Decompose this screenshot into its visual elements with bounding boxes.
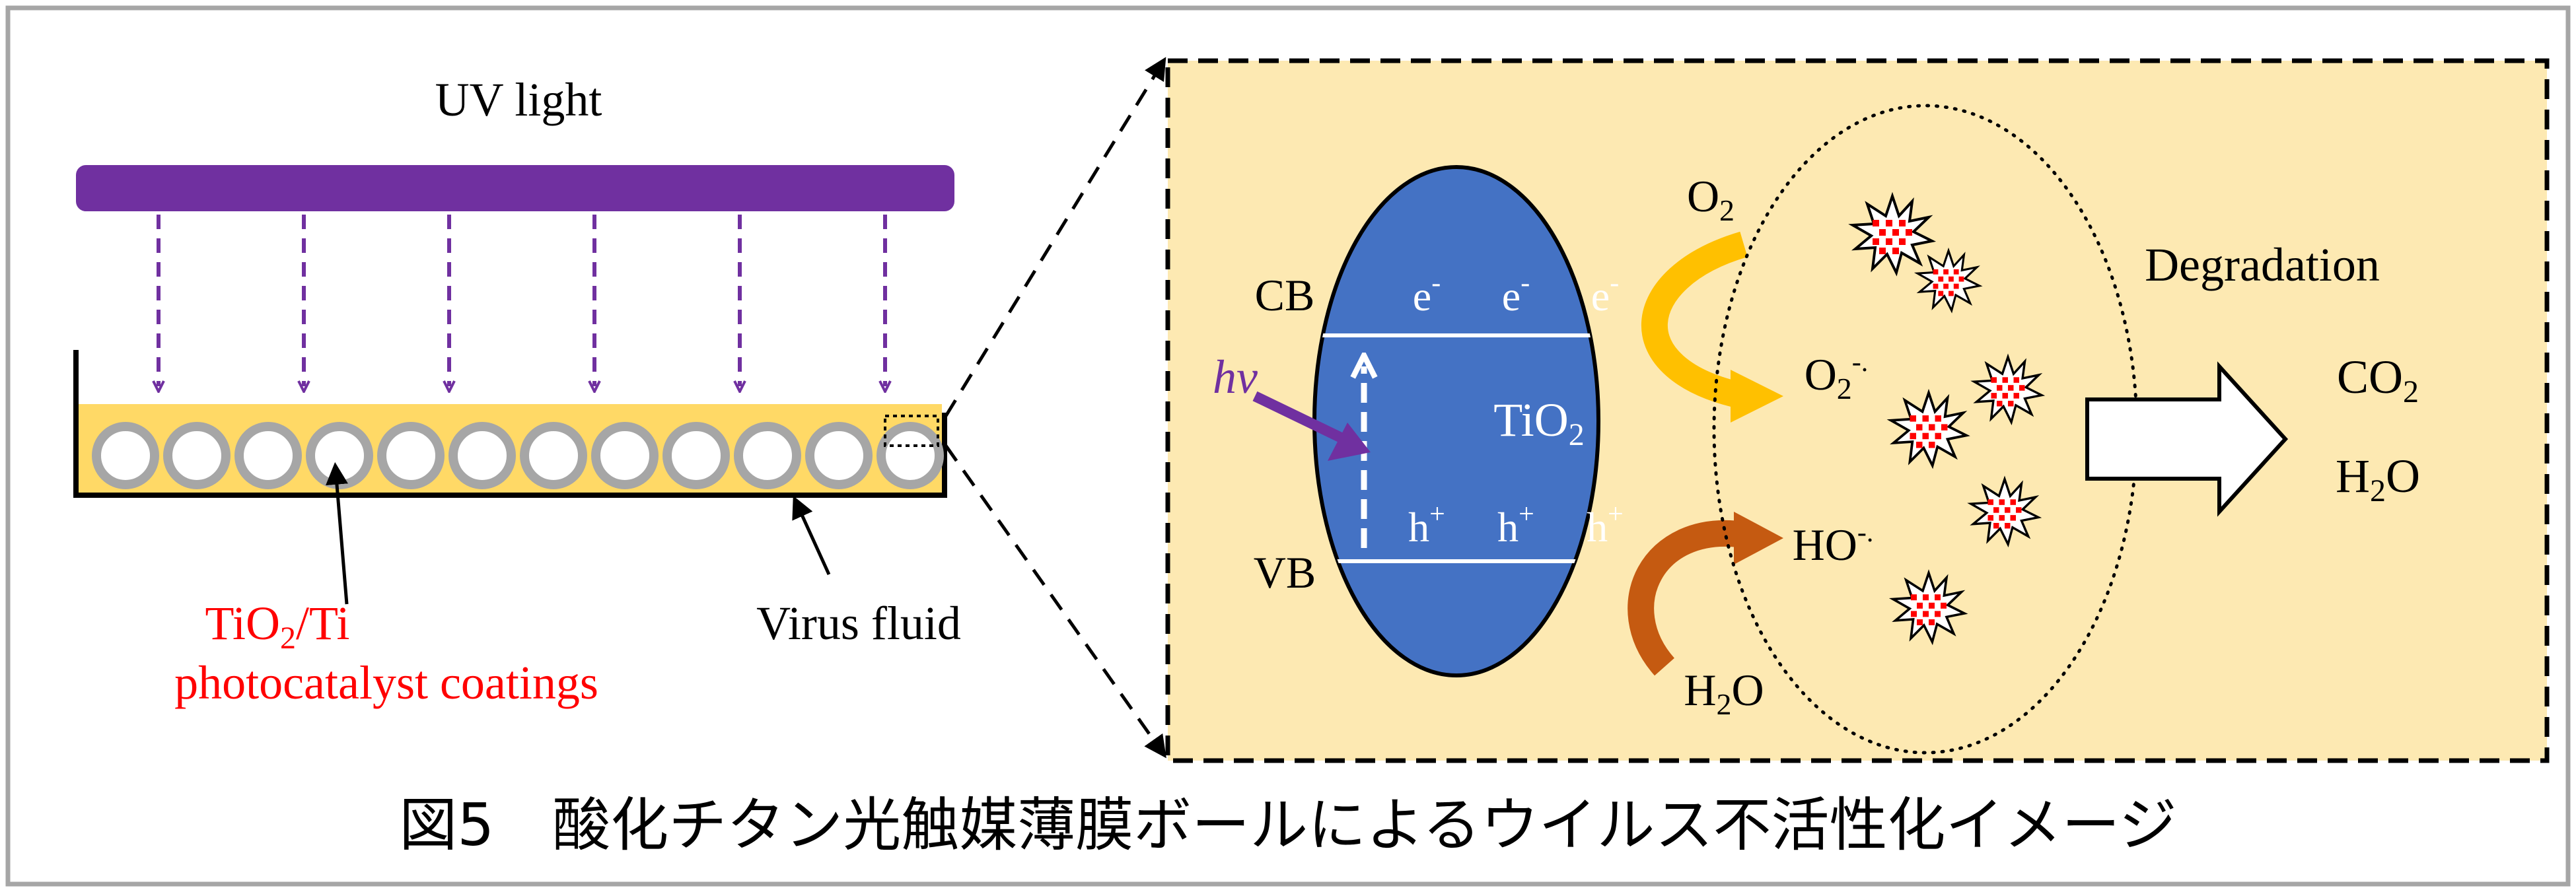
figure-caption: 図5 酸化チタン光触媒薄膜ボールによるウイルス不活性化イメージ [399,791,2177,859]
co2-product-label: CO2 [2337,351,2419,409]
zoom-source-box [884,415,939,447]
tio2-coated-ball-6 [448,422,516,489]
oxygen-reduction-arrow-body [1641,231,1748,409]
hydroxyl-radical-label: HO-. [1793,518,1874,570]
photon-arrow-shaft [1252,391,1353,448]
electron-2: e- [1502,268,1530,320]
electron-1: e- [1413,268,1441,320]
outer-frame [5,5,2571,887]
photon-arrow-head [1328,423,1371,461]
electron-3: e- [1591,268,1619,320]
hole-3: h+ [1587,499,1624,551]
fluid-container [73,350,947,498]
coating-pointer-arrow [326,462,349,605]
tio2-coated-ball-3 [234,422,302,489]
zoom-line-top [944,57,1166,417]
oxygen-reduction-arrow-head [1731,370,1783,423]
hole-2: h+ [1497,499,1534,551]
tio2-coated-ball-4 [306,422,373,489]
coating-label-line1: TiO2/Ti [205,597,350,656]
vb-label: VB [1254,547,1316,598]
tio2-coated-ball-8 [591,422,659,489]
hole-1: h+ [1408,499,1445,551]
zoom-line-bottom [944,444,1166,759]
tio2-coated-ball-5 [377,422,445,489]
tio2-coated-ball-12 [877,422,944,489]
tio2-coated-ball-2 [163,422,231,489]
hv-label: hv [1213,351,1258,403]
tio2-coated-ball-11 [805,422,873,489]
degradation-arrow [2085,361,2289,517]
water-oxidation-arrow-head [1734,512,1783,565]
water-oxidation-arrow-body [1628,520,1746,676]
h2o-product-label: H2O [2336,450,2420,508]
superoxide-radical-label: O2-. [1805,347,1869,405]
oxygen-label: O2 [1687,171,1735,227]
fluid-pointer-arrow [792,495,831,576]
tio2-coated-ball-9 [662,422,730,489]
uv-light-label: UV light [435,73,602,126]
tio2-ball-row [92,422,944,489]
uv-lamp-bar [76,165,954,211]
cb-label: CB [1255,270,1315,320]
tio2-coated-ball-1 [92,422,159,489]
water-label: H2O [1684,665,1764,721]
degradation-label: Degradation [2145,238,2380,291]
tio2-coated-ball-7 [520,422,587,489]
tio2-label: TiO2 [1493,394,1584,452]
uv-ray-arrows [159,215,885,386]
virus-fluid-label: Virus fluid [756,597,961,650]
tio2-coated-ball-10 [734,422,801,489]
coating-label-line2: photocatalyst coatings [174,656,598,709]
